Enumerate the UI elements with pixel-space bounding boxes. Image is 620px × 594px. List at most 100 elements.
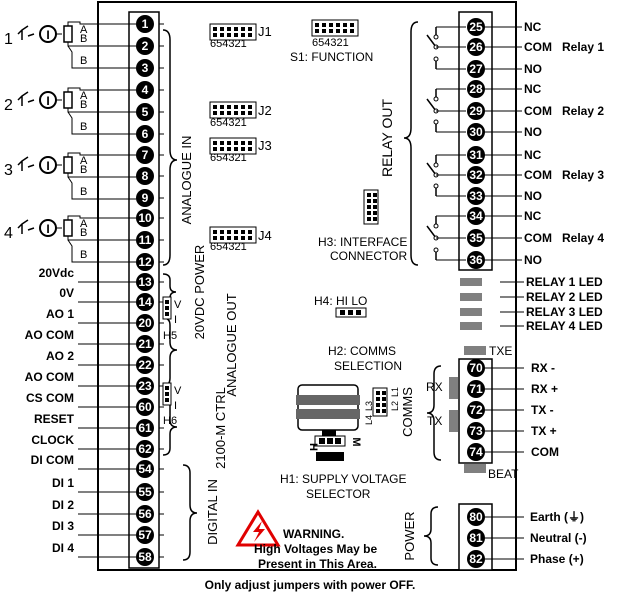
relay-no-label: NO [524,189,542,203]
terminal-81[interactable]: 81 [467,529,485,547]
txe-led [464,346,486,355]
terminal-4[interactable]: 4 [136,81,154,99]
terminal-10[interactable]: 10 [136,209,154,227]
relay-led-2: RELAY 2 LED [460,290,603,304]
h1-jumper[interactable] [314,435,346,447]
terminal-82[interactable]: 82 [467,550,485,568]
s1-header[interactable] [311,19,359,37]
relay-no-label: NO [524,253,542,267]
terminal-11-number: 11 [139,233,152,247]
h2-l3: L3 [364,401,374,411]
terminal-28[interactable]: 28 [467,80,485,98]
terminal-32[interactable]: 32 [467,166,485,184]
terminal-73[interactable]: 73 [467,422,485,440]
terminal-34[interactable]: 34 [467,207,485,225]
terminal-74[interactable]: 74 [467,443,485,461]
terminal-29[interactable]: 29 [467,102,485,120]
sensor-a-label: A [80,24,88,36]
terminal-71[interactable]: 71 [467,380,485,398]
j1-header[interactable] [209,23,257,41]
terminal-14[interactable]: 14 [136,293,154,311]
terminal-25-number: 25 [469,20,483,34]
terminal-72[interactable]: 72 [467,401,485,419]
sensor-b1-label: B [80,99,87,111]
terminal-3[interactable]: 3 [136,59,154,77]
beat-label: BEAT [488,467,519,481]
terminal-2[interactable]: 2 [136,37,154,55]
relay-nc-label: NC [524,148,542,162]
txe-label: TXE [489,344,512,358]
terminal-7[interactable]: 7 [136,146,154,164]
terminal-20[interactable]: 20 [136,314,154,332]
tx-label: TX [427,414,442,428]
group-comms: COMMS [400,387,415,437]
j3-header[interactable] [209,137,257,155]
sensor-b1-label: B [80,33,87,45]
s1-label: S1: FUNCTION [290,50,373,64]
wire-label-v20: 20Vdc [39,266,75,280]
terminal-4-number: 4 [142,83,149,97]
terminal-26[interactable]: 26 [467,38,485,56]
relay-led-label: RELAY 1 LED [526,275,603,289]
j2-header[interactable] [209,101,257,119]
terminal-23[interactable]: 23 [136,377,154,395]
h3-label-line1: H3: INTERFACE [318,235,407,249]
terminal-74-number: 74 [469,445,483,459]
terminal-56[interactable]: 56 [136,505,154,523]
relay-name: Relay 2 [562,104,604,118]
terminal-58[interactable]: 58 [136,548,154,566]
sensor-switch-icon [17,91,35,106]
terminal-31[interactable]: 31 [467,146,485,164]
terminal-22[interactable]: 22 [136,356,154,374]
relay-led-4: RELAY 4 LED [460,319,603,333]
digital-in-brace [182,464,198,561]
terminal-57[interactable]: 57 [136,526,154,544]
wire-label-di4: DI 4 [52,541,74,555]
terminal-33[interactable]: 33 [467,187,485,205]
terminal-70[interactable]: 70 [467,359,485,377]
terminal-62[interactable]: 62 [136,440,154,458]
terminal-25[interactable]: 25 [467,18,485,36]
terminal-31-number: 31 [469,148,483,162]
terminal-61[interactable]: 61 [136,419,154,437]
terminal-12[interactable]: 12 [136,253,154,271]
relay-nc-label: NC [524,82,542,96]
sensor-a-label: A [80,155,88,167]
sensor-b1-label: B [80,164,87,176]
h4-jumper[interactable] [335,307,367,318]
sensor-b2-label: B [80,121,87,133]
terminal-13[interactable]: 13 [136,273,154,291]
terminal-26-number: 26 [469,40,483,54]
terminal-36[interactable]: 36 [467,251,485,269]
terminal-34-number: 34 [469,209,483,223]
j1-label: J1 [258,24,272,39]
comms-brace [426,365,442,461]
terminal-21[interactable]: 21 [136,335,154,353]
terminal-1[interactable]: 1 [136,15,154,33]
terminal-60[interactable]: 60 [136,398,154,416]
terminal-54[interactable]: 54 [136,460,154,478]
terminal-55[interactable]: 55 [136,483,154,501]
h6-jumper[interactable] [162,382,172,406]
terminal-27[interactable]: 27 [467,60,485,78]
terminal-8[interactable]: 8 [136,167,154,185]
sensor-number: 4 [4,225,13,242]
j4-pins: 654321 [210,241,247,253]
terminal-30[interactable]: 30 [467,123,485,141]
terminal-35[interactable]: 35 [467,229,485,247]
h5-jumper[interactable] [162,296,172,320]
terminal-9[interactable]: 9 [136,189,154,207]
j4-header[interactable] [209,226,257,244]
sensor-a-label: A [80,90,88,102]
terminal-6[interactable]: 6 [136,125,154,143]
terminal-5[interactable]: 5 [136,103,154,121]
terminal-80[interactable]: 80 [467,508,485,526]
terminal-11[interactable]: 11 [136,231,154,249]
